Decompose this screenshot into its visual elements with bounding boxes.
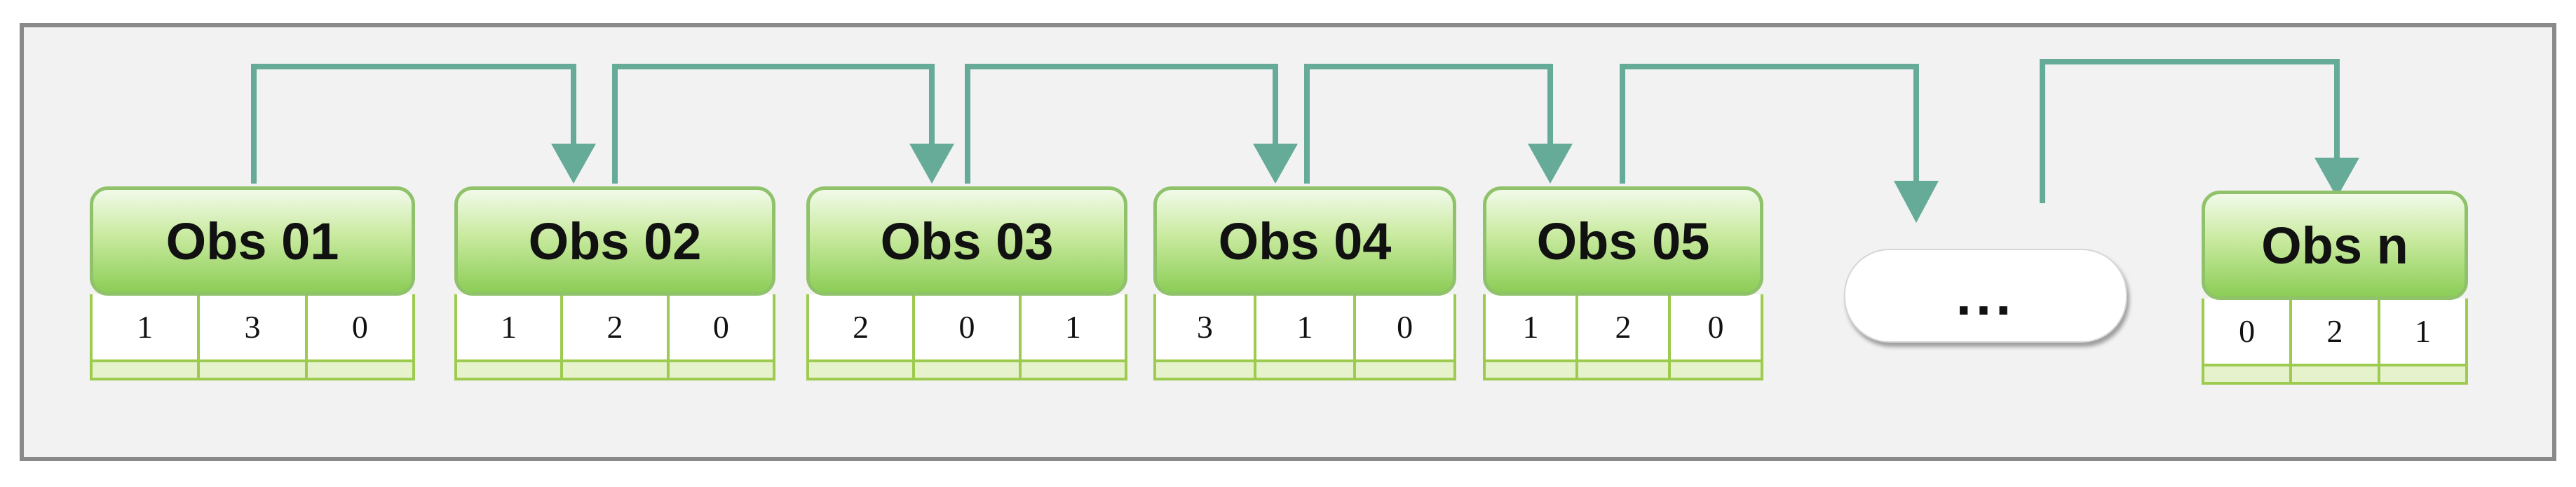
node-obs-01: Obs 01 1 3 0: [90, 186, 415, 398]
value-row: 0 2 1: [2202, 299, 2468, 385]
arrow-obs03-obs04: [965, 64, 1278, 184]
node-label: Obs 03: [806, 186, 1127, 296]
value-cell: 0: [2204, 299, 2293, 382]
value-cell: 1: [457, 294, 564, 378]
value-cell: 1: [2380, 299, 2466, 382]
value-cell: 0: [1356, 294, 1453, 378]
arrowhead-obs02: [551, 144, 596, 184]
node-obs-n: Obs n 0 2 1: [2202, 191, 2468, 402]
value-cell: 1: [1486, 294, 1578, 378]
value-cell: 2: [2292, 299, 2380, 382]
arrow-obs04-obs05: [1304, 64, 1553, 184]
value-cell: 0: [1671, 294, 1761, 378]
ellipsis-node: ...: [1844, 249, 2127, 343]
arrow-ellipsis-obsn: [2040, 59, 2340, 203]
node-label: Obs n: [2202, 191, 2468, 300]
arrow-obs01-obs02: [251, 64, 576, 184]
node-obs-02: Obs 02 1 2 0: [454, 186, 775, 398]
node-label: Obs 01: [90, 186, 415, 296]
value-cell: 3: [200, 294, 308, 378]
arrowhead-obsn: [2314, 158, 2359, 198]
value-cell: 1: [93, 294, 201, 378]
node-obs-05: Obs 05 1 2 0: [1483, 186, 1763, 398]
value-cell: 0: [915, 294, 1022, 378]
arrowhead-obs05: [1528, 144, 1573, 184]
value-cell: 2: [809, 294, 916, 378]
node-obs-04: Obs 04 3 1 0: [1153, 186, 1456, 398]
value-cell: 1: [1021, 294, 1125, 378]
node-label: Obs 04: [1153, 186, 1456, 296]
arrowhead-obs04: [1253, 144, 1298, 184]
value-row: 3 1 0: [1153, 294, 1456, 380]
value-cell: 2: [1578, 294, 1671, 378]
value-row: 1 2 0: [1483, 294, 1763, 380]
node-label: Obs 02: [454, 186, 775, 296]
value-cell: 1: [1256, 294, 1357, 378]
arrow-obs05-ellipsis: [1620, 64, 1919, 198]
node-label: Obs 05: [1483, 186, 1763, 296]
arrow-obs02-obs03: [612, 64, 935, 184]
arrowhead-obs03: [909, 144, 954, 184]
value-cell: 2: [563, 294, 670, 378]
value-row: 2 0 1: [806, 294, 1127, 380]
value-cell: 0: [307, 294, 413, 378]
value-cell: 3: [1156, 294, 1256, 378]
node-obs-03: Obs 03 2 0 1: [806, 186, 1127, 398]
value-row: 1 3 0: [90, 294, 415, 380]
arrowhead-ellipsis: [1894, 181, 1939, 223]
value-cell: 0: [669, 294, 773, 378]
value-row: 1 2 0: [454, 294, 775, 380]
